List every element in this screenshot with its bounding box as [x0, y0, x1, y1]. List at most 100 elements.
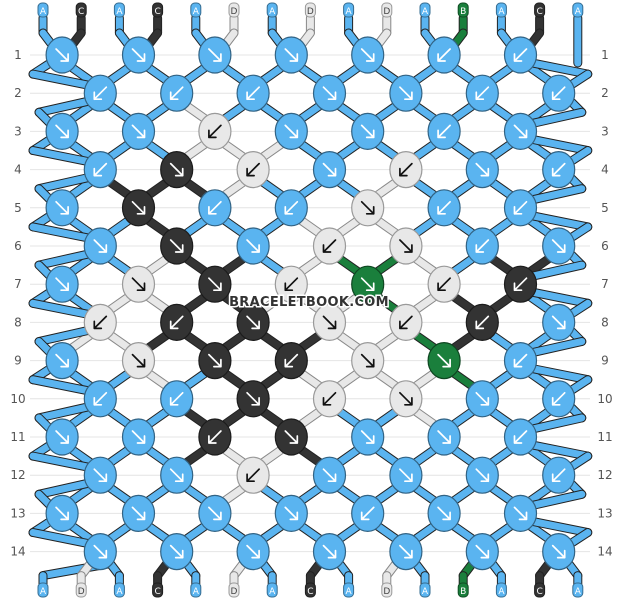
strand-segment [182, 445, 210, 467]
top-string-label: A [37, 2, 49, 18]
strand-segment [526, 369, 554, 391]
strand-segment [335, 254, 363, 276]
row-number-right: 8 [601, 315, 609, 329]
row-number-right: 3 [601, 124, 609, 138]
knot-arrow-icon [475, 391, 490, 406]
top-string-label: A [266, 2, 278, 18]
strand-segment [144, 483, 172, 505]
string-color-chip [75, 2, 87, 18]
string-color-letter: C [307, 587, 313, 597]
bottom-string-label: D [228, 582, 240, 598]
strand-segment [258, 216, 286, 238]
knot [312, 380, 347, 418]
top-string-label: A [572, 2, 584, 18]
string-color-letter: A [40, 7, 47, 17]
knot-arrow-icon [513, 353, 528, 368]
string-color-chip [304, 582, 316, 598]
strand-segment [567, 452, 592, 471]
knot [45, 189, 79, 227]
knot [503, 418, 538, 456]
strand-segment [335, 521, 363, 544]
strand-segment [449, 178, 477, 200]
knot [542, 456, 576, 494]
knot [83, 456, 117, 494]
knot-arrow-icon [284, 48, 299, 62]
string-color-chip [152, 582, 164, 598]
knot-arrow-icon [284, 506, 299, 521]
knot-arrow-icon [322, 468, 337, 483]
row-number-right: 1 [601, 48, 609, 62]
strand-segment [373, 139, 401, 162]
knot-arrow-icon [169, 468, 184, 483]
knot [389, 227, 423, 265]
knot [503, 36, 538, 74]
strand-segment [373, 178, 401, 200]
string-color-chip [457, 2, 469, 18]
knot-arrow-icon [131, 48, 146, 62]
knot [83, 303, 117, 341]
knot [427, 418, 461, 456]
knot [121, 494, 156, 533]
string-color-letter: D [307, 7, 314, 17]
knot-arrow-icon [513, 124, 528, 139]
row-number-left: 14 [10, 545, 25, 559]
knot-arrow-icon [513, 277, 528, 292]
strand-segment [411, 407, 439, 429]
string-color-chip [495, 2, 507, 18]
row-number-left: 6 [14, 239, 22, 253]
strand-segment [105, 483, 133, 505]
row-number-left: 13 [10, 506, 25, 520]
knot-arrow-icon [55, 200, 69, 215]
strand-segment [105, 63, 133, 85]
strand-segment [529, 338, 586, 357]
row-number-right: 7 [601, 277, 609, 291]
strand-segment [449, 139, 477, 162]
row-number-left: 5 [14, 201, 22, 215]
strand-segment [296, 407, 324, 429]
strand-segment [449, 445, 477, 467]
knot-arrow-icon [55, 277, 69, 292]
strand-segment [411, 292, 439, 314]
strand-segment [67, 139, 95, 162]
knot-arrow-icon [513, 48, 528, 62]
knot-arrow-icon [551, 239, 566, 253]
strand-segment [105, 521, 133, 544]
knot [236, 456, 270, 494]
strand-segment [35, 250, 92, 269]
knot [389, 303, 423, 341]
strand-segment [258, 254, 286, 276]
knot [198, 36, 232, 74]
knot-arrow-icon [475, 468, 490, 483]
knot [465, 74, 499, 112]
strand-segment [296, 178, 324, 200]
knot [312, 227, 347, 265]
strand-segment [373, 216, 401, 238]
knot-arrow-icon [131, 277, 146, 292]
knot [121, 342, 156, 380]
knot-arrow-icon [55, 353, 69, 368]
strand-segment [220, 139, 248, 162]
strand-segment [449, 254, 477, 276]
string-color-chip [266, 582, 278, 598]
knot-arrow-icon [322, 162, 337, 177]
thread-strands [28, 13, 593, 591]
knot-arrow-icon [475, 239, 490, 253]
strand-segment [526, 407, 554, 429]
strand-segment [296, 63, 324, 85]
bottom-string-label: A [190, 582, 202, 598]
strand-segment [220, 292, 248, 314]
knot [121, 36, 156, 74]
knot-arrow-icon [169, 86, 184, 101]
string-color-letter: A [346, 587, 353, 597]
knot-arrow-icon [246, 162, 260, 177]
strand-segment [182, 254, 210, 276]
knot-arrow-icon [246, 391, 260, 406]
strand-segment [296, 369, 324, 391]
knot-arrow-icon [169, 162, 184, 177]
strand-segment [335, 216, 363, 238]
top-string-label: A [419, 2, 431, 18]
strand-segment [487, 216, 515, 238]
bottom-string-label: A [266, 582, 278, 598]
knot [236, 303, 270, 341]
